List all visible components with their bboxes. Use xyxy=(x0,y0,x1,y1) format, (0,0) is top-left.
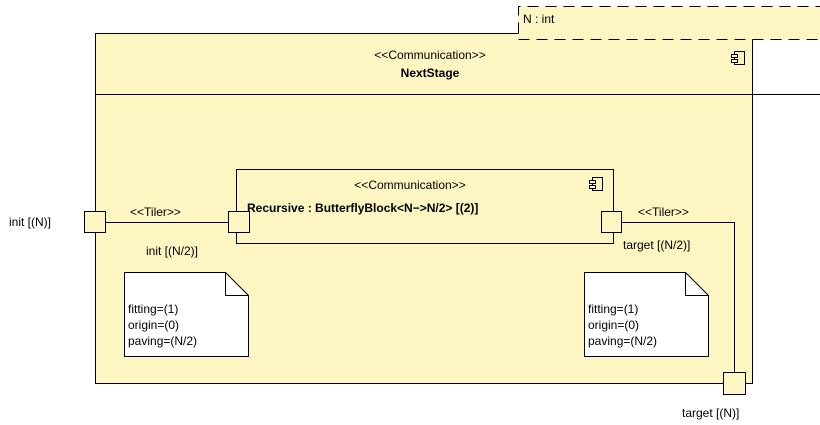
connector-right[interactable] xyxy=(620,222,735,373)
note-left-line1: fitting=(1) xyxy=(128,302,179,316)
outer-block-stereotype: <<Communication>> xyxy=(374,48,486,62)
note-left-line3: paving=(N/2) xyxy=(128,334,198,348)
component-icon xyxy=(731,51,745,65)
inner-block-name: Recursive : ButterflyBlock<N−>N/2> [(2)] xyxy=(247,201,479,215)
note-left[interactable] xyxy=(124,272,249,357)
note-right-line3: paving=(N/2) xyxy=(588,334,658,348)
port-outer-target[interactable] xyxy=(723,372,746,395)
inner-block[interactable] xyxy=(236,169,614,244)
template-parameter-box xyxy=(518,6,820,40)
port-outer-target-label: target [(N)] xyxy=(682,406,740,420)
port-inner-target[interactable] xyxy=(601,211,622,233)
port-inner-init[interactable] xyxy=(228,211,250,233)
template-parameter-label: N : int xyxy=(523,12,555,26)
note-left-line2: origin=(0) xyxy=(128,318,180,332)
inner-block-stereotype: <<Communication>> xyxy=(354,178,466,192)
port-inner-init-label: init [(N/2)] xyxy=(146,244,199,258)
connector-right-stereotype: <<Tiler>> xyxy=(638,205,689,219)
port-outer-init-label: init [(N)] xyxy=(9,215,51,229)
connector-left-stereotype: <<Tiler>> xyxy=(130,205,181,219)
note-right-line2: origin=(0) xyxy=(588,318,640,332)
template-parameter-border xyxy=(518,6,820,40)
outer-block-name: NextStage xyxy=(400,66,460,80)
note-right[interactable] xyxy=(584,272,709,357)
port-outer-init[interactable] xyxy=(84,211,106,233)
component-icon xyxy=(589,177,603,191)
port-inner-target-label: target [(N/2)] xyxy=(623,238,691,252)
note-right-line1: fitting=(1) xyxy=(588,302,639,316)
